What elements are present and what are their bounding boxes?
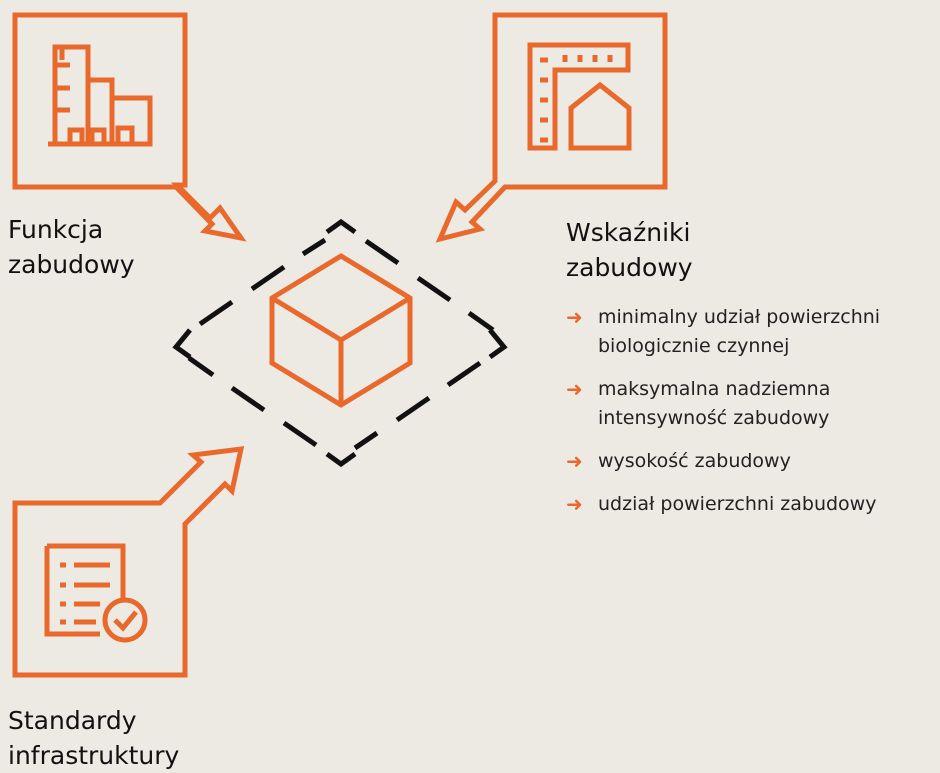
list-item: ➜ udział powierzchni zabudowy — [566, 490, 938, 519]
label-wskazniki-line2: zabudowy — [566, 253, 693, 282]
indicator-3-line1: wysokość zabudowy — [598, 450, 791, 472]
ruler-house-icon — [527, 42, 632, 151]
list-item: ➜ maksymalna nadziemna intensywność zabu… — [566, 375, 938, 433]
label-funkcja-line2: zabudowy — [8, 250, 135, 279]
cube-icon — [269, 253, 413, 408]
checklist-check-icon — [44, 543, 148, 643]
label-wskazniki-line1: Wskaźniki — [566, 218, 691, 247]
callout-funkcja — [12, 12, 247, 242]
callout-standardy — [12, 446, 245, 678]
indicator-list: ➜ minimalny udział powierzchni biologicz… — [566, 303, 938, 533]
list-item: ➜ wysokość zabudowy — [566, 447, 938, 476]
label-standardy-line1: Standardy — [8, 706, 137, 735]
indicator-1-line1: minimalny udział powierzchni — [598, 306, 881, 328]
label-wskazniki-zabudowy: Wskaźniki zabudowy — [566, 215, 693, 285]
label-funkcja-line1: Funkcja — [8, 215, 104, 244]
building-icon — [48, 44, 153, 147]
indicator-2-line1: maksymalna nadziemna — [598, 378, 831, 400]
label-standardy-infrastruktury: Standardy infrastruktury — [8, 703, 179, 773]
arrow-right-icon: ➜ — [566, 449, 583, 473]
indicator-2-line2: intensywność zabudowy — [598, 407, 830, 429]
list-item: ➜ minimalny udział powierzchni biologicz… — [566, 303, 938, 361]
arrow-right-icon: ➜ — [566, 492, 583, 516]
indicator-1-line2: biologicznie czynnej — [598, 335, 790, 357]
label-funkcja-zabudowy: Funkcja zabudowy — [8, 212, 135, 282]
dashed-diamond — [172, 218, 508, 468]
callout-wskazniki — [435, 12, 668, 243]
arrow-right-icon: ➜ — [566, 305, 583, 329]
label-standardy-line2: infrastruktury — [8, 741, 180, 770]
arrow-right-icon: ➜ — [566, 377, 583, 401]
indicator-4-line1: udział powierzchni zabudowy — [598, 493, 877, 515]
